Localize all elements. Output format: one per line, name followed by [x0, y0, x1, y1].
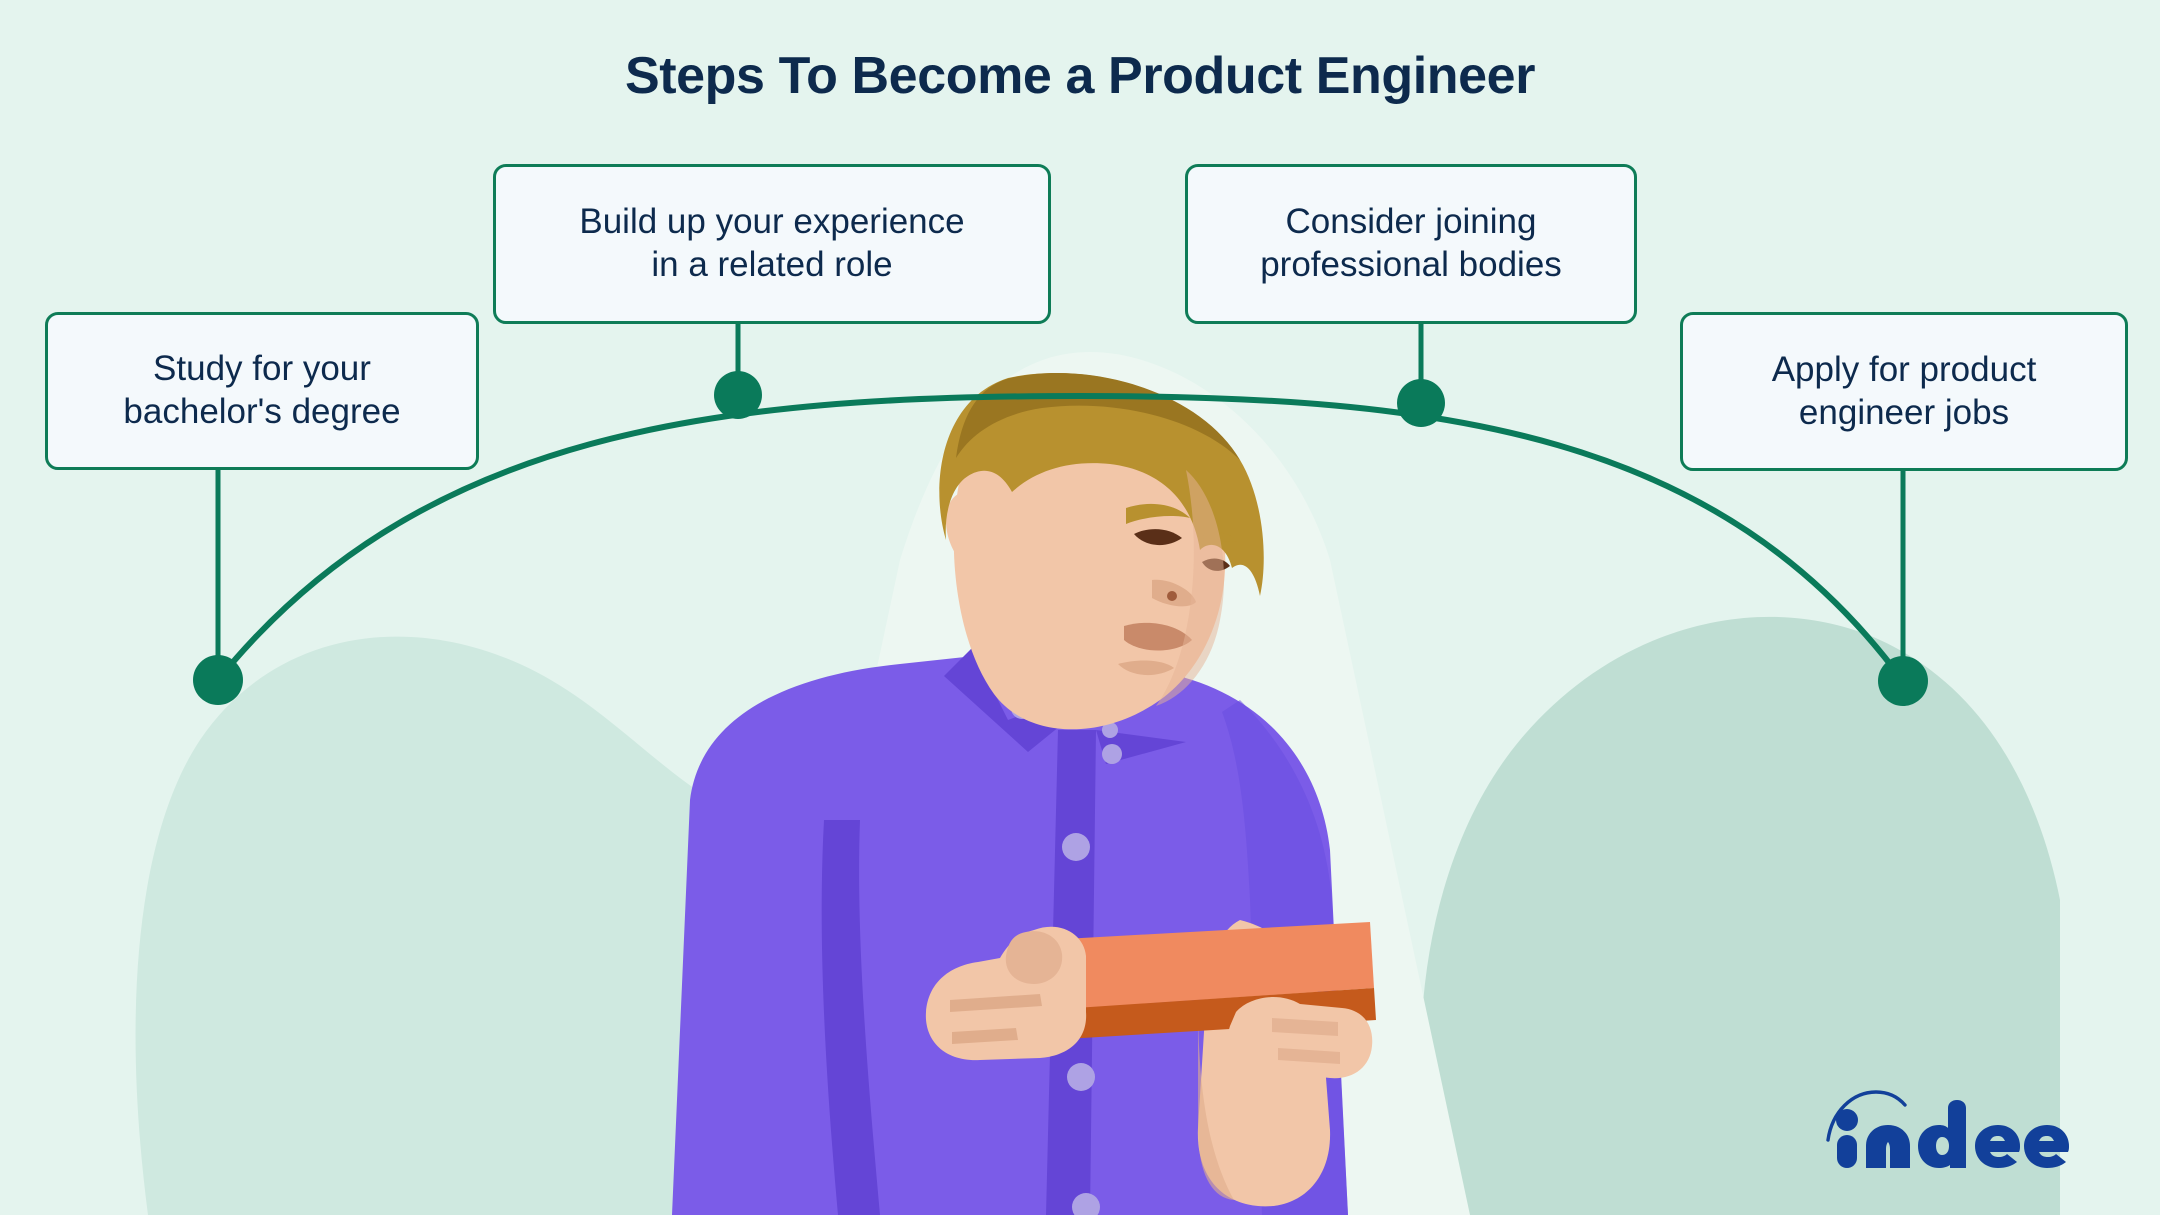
indeed-letter-d1 — [1918, 1100, 1966, 1168]
step-label-3: Consider joining professional bodies — [1260, 202, 1562, 284]
indeed-letter-e2 — [2024, 1125, 2069, 1168]
indeed-swoosh-icon — [1826, 1090, 1907, 1142]
hand-left-finger-2 — [952, 1028, 1018, 1044]
mouth-shape — [1124, 622, 1192, 651]
eye-left — [1134, 529, 1182, 546]
shirt-button-3 — [1072, 1193, 1100, 1215]
shirt-button-collar-c — [1102, 744, 1122, 764]
arm-right-shade — [1198, 1000, 1234, 1200]
indeed-logo[interactable] — [1826, 1078, 2074, 1170]
face-shade — [1156, 470, 1225, 706]
page-title: Steps To Become a Product Engineer — [624, 47, 1536, 105]
product-block-face — [1046, 922, 1374, 1010]
step-label-4: Apply for product engineer jobs — [1771, 349, 2037, 432]
step-label-1: Study for your bachelor's degree — [123, 349, 401, 431]
shirt-button-collar-d — [1102, 722, 1118, 738]
indeed-letter-e1 — [1975, 1125, 2020, 1168]
chin-shade — [1118, 660, 1174, 676]
shirt-crease-left — [821, 820, 880, 1215]
indeed-letter-n — [1866, 1125, 1910, 1168]
hair-shape — [939, 373, 1264, 596]
shirt-button-1 — [1062, 833, 1090, 861]
indeed-i-dot — [1836, 1109, 1858, 1131]
hand-left-thumb — [1005, 931, 1063, 984]
nostril — [1167, 591, 1177, 601]
step-box-3[interactable]: Consider joining professional bodies — [1185, 164, 1637, 324]
node-dot-3[interactable] — [1397, 379, 1445, 427]
hand-right-knuckle-2 — [1278, 1048, 1340, 1064]
indeed-letter-i — [1837, 1135, 1857, 1168]
eyebrow-left — [1126, 503, 1190, 524]
node-dot-4[interactable] — [1878, 656, 1928, 706]
ear-shape — [945, 490, 986, 573]
step-box-1[interactable]: Study for your bachelor's degree — [45, 312, 479, 470]
step-box-4[interactable]: Apply for product engineer jobs — [1680, 312, 2128, 471]
node-dot-2[interactable] — [714, 371, 762, 419]
blob-right-shape — [1420, 616, 2060, 1215]
step-box-2[interactable]: Build up your experience in a related ro… — [493, 164, 1051, 324]
step-label-2: Build up your experience in a related ro… — [579, 202, 965, 284]
hand-right-knuckle-1 — [1272, 1018, 1338, 1036]
node-dot-1[interactable] — [193, 655, 243, 705]
timeline-arc — [215, 392, 1906, 684]
shirt-button-2 — [1067, 1063, 1095, 1091]
hand-left-finger-1 — [950, 994, 1042, 1012]
